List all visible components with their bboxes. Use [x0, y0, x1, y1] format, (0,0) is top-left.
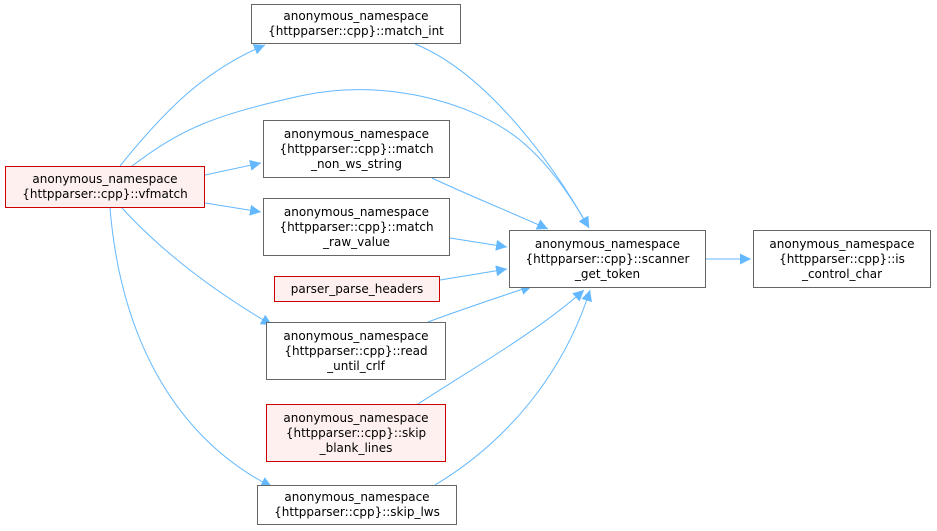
- node-label-line: {httpparser::cpp}::match: [279, 219, 434, 234]
- node-label-line: {httpparser::cpp}::scanner: [525, 251, 690, 266]
- node-match-raw-value[interactable]: anonymous_namespace {httpparser::cpp}::m…: [263, 198, 450, 256]
- node-label-line: anonymous_namespace: [32, 172, 178, 186]
- node-label-line: anonymous_namespace: [283, 126, 430, 141]
- node-skip-lws[interactable]: anonymous_namespace {httpparser::cpp}::s…: [257, 485, 457, 525]
- node-label-line: anonymous_namespace: [283, 9, 429, 23]
- node-match-non-ws-string[interactable]: anonymous_namespace {httpparser::cpp}::m…: [263, 120, 450, 178]
- node-label-line: {httpparser::cpp}::is: [779, 251, 905, 266]
- edge-vfmatch-to-skip-lws: [109, 207, 273, 488]
- node-label-line: anonymous_namespace: [283, 328, 429, 343]
- node-label-line: _raw_value: [323, 234, 390, 249]
- node-read-until-crlf[interactable]: anonymous_namespace {httpparser::cpp}::r…: [266, 322, 446, 380]
- edge-vfmatch-to-read-until-crlf: [121, 207, 273, 326]
- edge-vfmatch-to-match-non-ws-string: [204, 159, 262, 176]
- node-is-control-char: anonymous_namespace {httpparser::cpp}::i…: [753, 230, 931, 288]
- node-label-line: _blank_lines: [319, 440, 393, 455]
- edge-vfmatch-to-match-raw-value: [204, 202, 262, 216]
- node-label-line: {httpparser::cpp}::read: [284, 343, 428, 358]
- edge-skip-blank-lines-to-scanner-get-token: [417, 289, 585, 405]
- node-label-line: anonymous_namespace: [283, 204, 430, 219]
- node-label-line: _until_crlf: [327, 358, 385, 373]
- node-label-line: {httpparser::cpp}::vfmatch: [22, 187, 188, 201]
- node-vfmatch[interactable]: anonymous_namespace {httpparser::cpp}::v…: [5, 166, 205, 208]
- node-label-line: _get_token: [574, 266, 641, 281]
- node-skip-blank-lines[interactable]: anonymous_namespace {httpparser::cpp}::s…: [266, 404, 446, 462]
- node-label-line: anonymous_namespace: [769, 236, 915, 251]
- node-label-line: _non_ws_string: [310, 156, 403, 171]
- edge-vfmatch-to-match-int: [119, 44, 266, 167]
- node-label-line: {httpparser::cpp}::match_int: [268, 24, 444, 38]
- node-label-line: anonymous_namespace: [284, 490, 430, 504]
- node-label-line: anonymous_namespace: [534, 236, 681, 251]
- node-scanner-get-token[interactable]: anonymous_namespace {httpparser::cpp}::s…: [509, 230, 706, 288]
- node-label-line: anonymous_namespace: [283, 410, 429, 425]
- node-label-line: {httpparser::cpp}::skip: [285, 425, 427, 440]
- node-match-int[interactable]: anonymous_namespace {httpparser::cpp}::m…: [251, 4, 461, 44]
- edge-vfmatch-to-scanner-get-token: [131, 89, 590, 229]
- node-label-line: _control_char: [801, 266, 883, 281]
- edge-read-until-crlf-to-scanner-get-token: [427, 284, 533, 323]
- node-label-line: parser_parse_headers: [290, 281, 424, 296]
- edge-parser-parse-headers-to-scanner-get-token: [439, 265, 508, 281]
- edge-match-non-ws-string-to-scanner-get-token: [431, 177, 549, 230]
- node-label-line: {httpparser::cpp}::skip_lws: [274, 505, 440, 519]
- node-label-line: {httpparser::cpp}::match: [279, 141, 434, 156]
- edge-match-raw-value-to-scanner-get-token: [449, 237, 508, 251]
- node-parser-parse-headers[interactable]: parser_parse_headers: [274, 276, 440, 302]
- edge-skip-lws-to-scanner-get-token: [434, 289, 592, 486]
